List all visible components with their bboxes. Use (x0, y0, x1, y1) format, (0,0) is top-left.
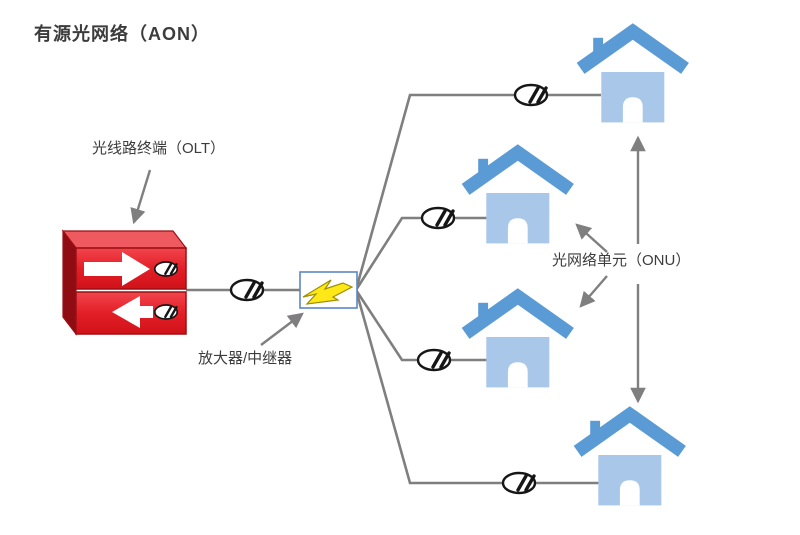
pointer-arrow-amplifier (260, 312, 304, 346)
fiber-link-branch-3 (354, 289, 487, 362)
amplifier-label: 放大器/中继器 (198, 350, 293, 367)
fiber-connector-icon (153, 303, 179, 321)
amplifier-repeater-icon (299, 271, 358, 309)
house-icon-onu-3 (466, 297, 570, 388)
fiber-connector-icon (501, 471, 537, 495)
fiber-link-branch-2 (354, 216, 487, 291)
fiber-connector-icon (416, 348, 452, 372)
house-icon-onu-1 (581, 32, 685, 123)
pointer-arrow-onu-3 (579, 275, 608, 308)
pointer-arrow-onu-2 (575, 223, 608, 253)
olt-label: 光线路终端（OLT） (92, 140, 226, 157)
lightning-icon (302, 279, 354, 305)
diagram-title: 有源光网络（AON） (34, 24, 210, 44)
pointer-arrow-olt (130, 169, 152, 225)
house-icon-onu-2 (466, 153, 570, 244)
right-arrow-icon (84, 252, 150, 286)
onu-label: 光网络单元（ONU） (552, 252, 691, 269)
fiber-connector-icon (513, 83, 549, 107)
olt-device-icon (61, 229, 188, 336)
fiber-connector-icon (153, 260, 179, 278)
house-icon-onu-4 (578, 415, 682, 506)
fiber-connector-icon (420, 206, 456, 230)
left-arrow-icon (112, 296, 153, 328)
fiber-connector-icon (229, 278, 265, 302)
